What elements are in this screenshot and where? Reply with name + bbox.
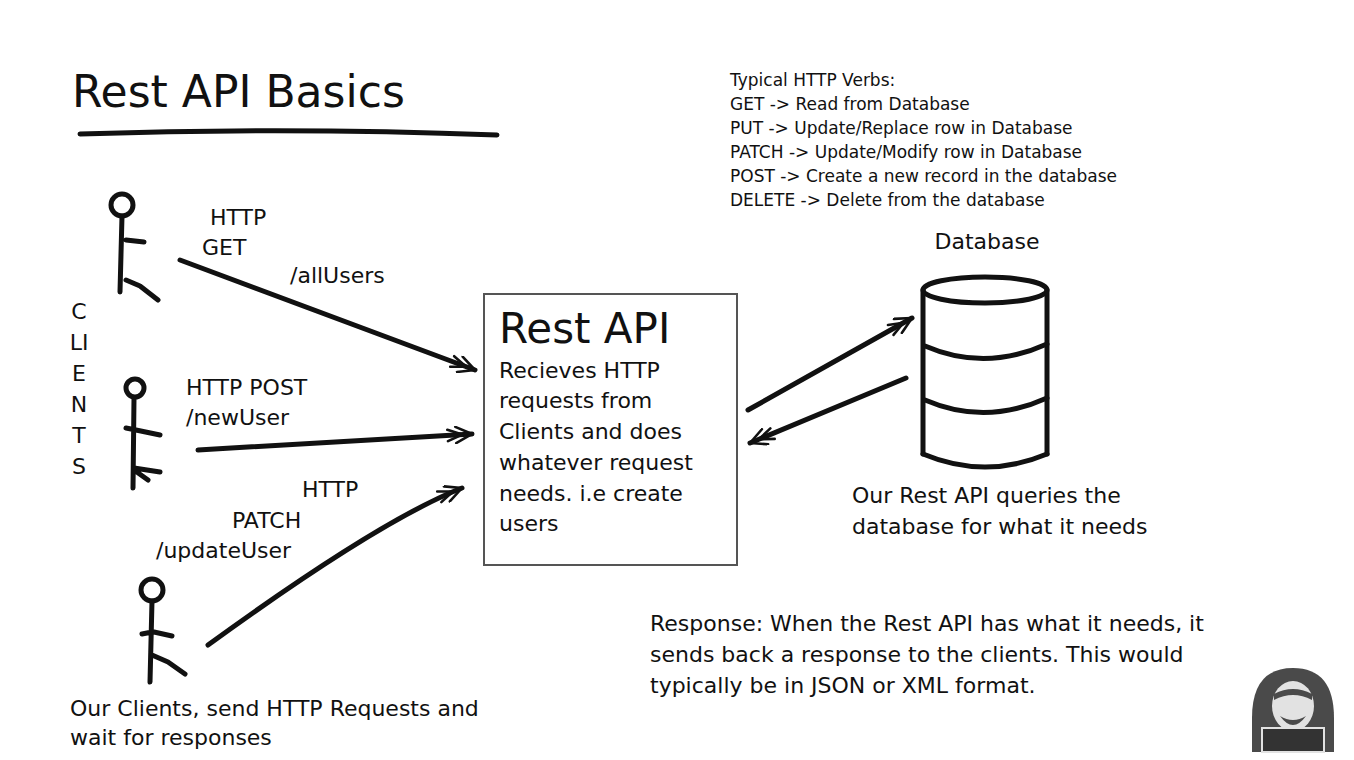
request-label: HTTP POST xyxy=(186,374,307,402)
box-heading: Rest API xyxy=(499,303,724,356)
connector-arrow xyxy=(750,378,906,443)
title: Rest API Basics xyxy=(72,66,405,119)
cylinder-outline xyxy=(912,228,1062,470)
verb-line: GET -> Read from Database xyxy=(730,94,970,115)
connector-arrow xyxy=(748,318,912,410)
clients-caption: Our Clients, send HTTP Requests and wait… xyxy=(70,694,520,752)
database-cylinder: Database xyxy=(912,228,1062,470)
api-box: Rest APIRecieves HTTP requests from Clie… xyxy=(483,293,738,566)
request-arrows xyxy=(180,260,475,645)
verb-line: DELETE -> Delete from the database xyxy=(730,190,1045,211)
box-body: Recieves HTTP requests from Clients and … xyxy=(499,356,724,541)
endpoint-label: /allUsers xyxy=(290,262,385,290)
endpoint-label: /updateUser xyxy=(156,537,291,565)
verb-line: PUT -> Update/Replace row in Database xyxy=(730,118,1073,139)
database-heading: Database xyxy=(912,228,1062,257)
response-note: Response: When the Rest API has what it … xyxy=(650,608,1210,701)
verbs-heading: Typical HTTP Verbs: xyxy=(730,70,895,91)
client-figures xyxy=(111,194,185,682)
endpoint-label: /newUser xyxy=(186,404,289,432)
database-caption: Our Rest API queries the database for wh… xyxy=(852,480,1222,542)
request-label: HTTP PATCH xyxy=(232,474,344,536)
clients-label: CLIENTS xyxy=(68,296,90,482)
title-underline xyxy=(80,131,497,135)
verb-line: PATCH -> Update/Modify row in Database xyxy=(730,142,1082,163)
request-label: HTTP GET xyxy=(202,203,276,263)
author-icon xyxy=(1252,668,1334,752)
verb-line: POST -> Create a new record in the datab… xyxy=(730,166,1117,187)
